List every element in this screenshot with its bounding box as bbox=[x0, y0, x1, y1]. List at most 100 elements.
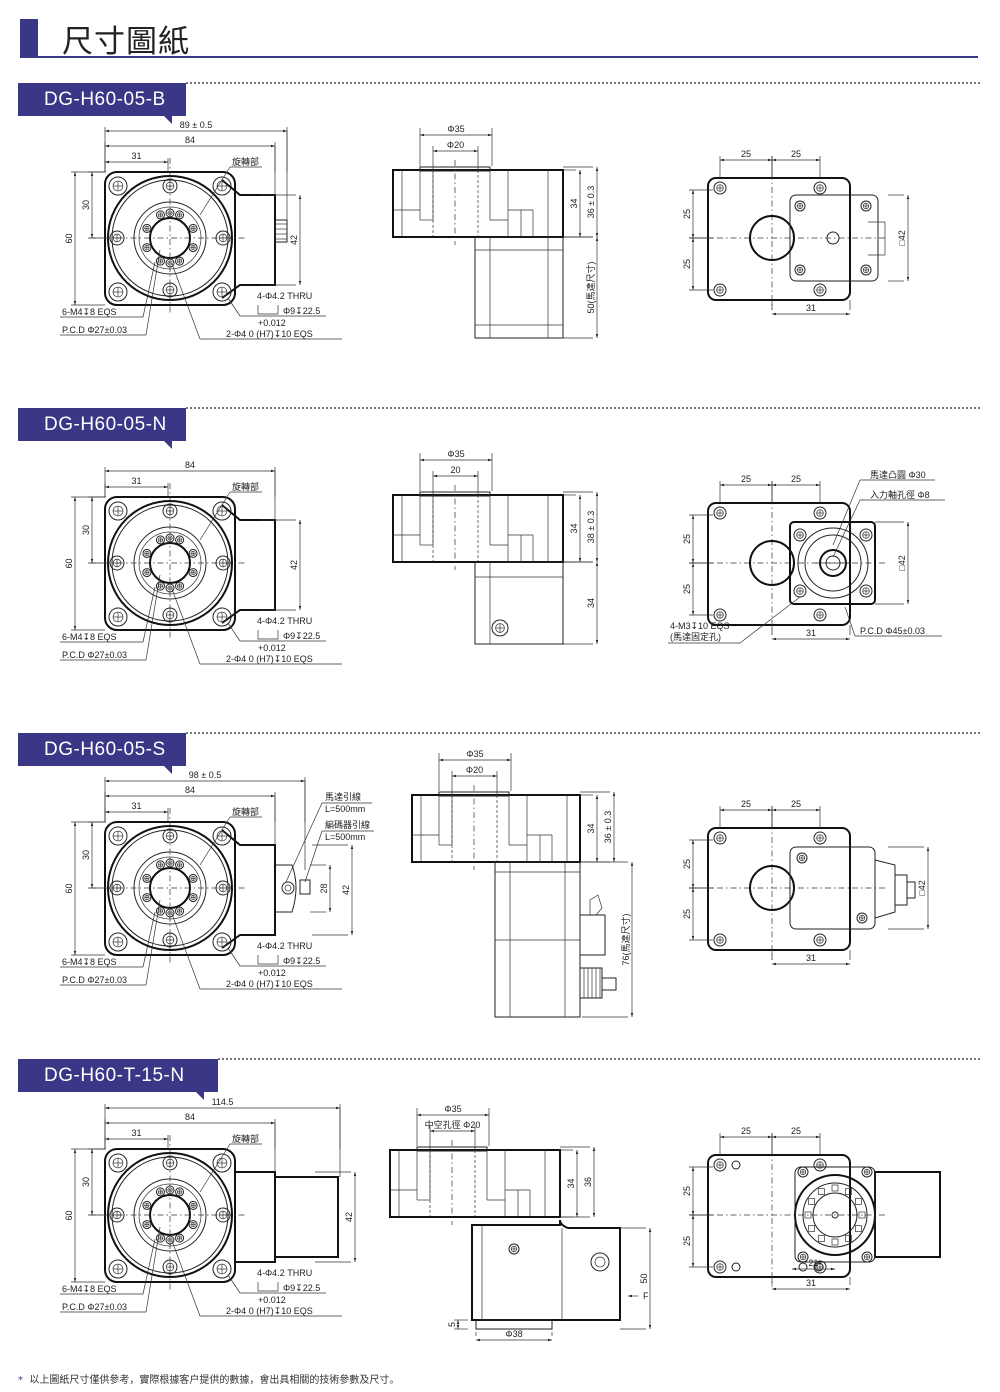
front-view: 89 ± 0.58431旋轉部6030424-Φ4.2 THRUΦ9↧22.5+… bbox=[60, 120, 342, 339]
dim-back-lower: 25 bbox=[682, 1236, 692, 1246]
callout-thru-holes: 4-Φ4.2 THRU bbox=[257, 616, 312, 626]
dim-bore-diameter: 中空孔徑 Φ20 bbox=[425, 1119, 481, 1130]
label-rotating-part: 旋轉部 bbox=[232, 806, 259, 817]
dim-motor-length: 34 bbox=[586, 598, 596, 608]
gearbox-housing bbox=[472, 1220, 620, 1320]
drawing-outline bbox=[907, 882, 915, 898]
side-view: Φ35203438 ± 0.334 bbox=[393, 449, 597, 644]
dim-back-left: 25 bbox=[741, 799, 751, 809]
callout-pcd: P.C.D Φ27±0.03 bbox=[62, 1302, 127, 1312]
dim-body-height: 34 bbox=[569, 198, 579, 208]
callout-pin-holes: 2-Φ4 0 (H7)↧10 EQS bbox=[226, 979, 313, 989]
footnote-mark: * bbox=[18, 1375, 23, 1386]
dim-motor-square: □42 bbox=[917, 880, 927, 895]
section-dg-h60-t-15-n: 114.58431旋轉部6030424-Φ4.2 THRUΦ9↧22.5+0.0… bbox=[60, 1097, 940, 1340]
drawing-line bbox=[305, 831, 322, 882]
dim-body-width: 84 bbox=[185, 785, 195, 795]
dim-output-diameter: Φ38 bbox=[505, 1329, 522, 1339]
callout-pcd: P.C.D Φ27±0.03 bbox=[62, 325, 127, 335]
callout-pin-holes: 2-Φ4 0 (H7)↧10 EQS bbox=[226, 329, 313, 339]
label-encoder-lead-length: L=500mm bbox=[325, 832, 365, 842]
label-motor-pcd: P.C.D Φ45±0.03 bbox=[860, 626, 925, 636]
dim-total-height: 36 ± 0.3 bbox=[603, 811, 613, 843]
drawing-outline bbox=[300, 880, 310, 894]
drawing-line bbox=[172, 914, 200, 989]
dim-body-height: 34 bbox=[569, 523, 579, 533]
drawing-outline bbox=[895, 875, 907, 905]
drawing-circle bbox=[285, 885, 291, 891]
drawing-outline bbox=[412, 795, 580, 862]
label-motor-tap: 4-M3↧10 EQS bbox=[670, 621, 730, 631]
drawing-circle bbox=[150, 1195, 190, 1235]
drawing-outline bbox=[708, 1155, 850, 1277]
dim-back-right: 25 bbox=[791, 474, 801, 484]
drawing-outline bbox=[475, 562, 563, 644]
drawing-circle bbox=[150, 543, 190, 583]
dim-body-width: 84 bbox=[185, 460, 195, 470]
dim-extension-height: 42 bbox=[289, 235, 299, 245]
dim-height: 60 bbox=[64, 233, 74, 243]
drawing-line bbox=[228, 623, 240, 641]
dim-half-height: 30 bbox=[81, 850, 91, 860]
counterbore-symbol bbox=[258, 1282, 278, 1291]
drawing-line bbox=[172, 589, 200, 664]
dim-height: 60 bbox=[64, 1210, 74, 1220]
drawing-outline bbox=[832, 1239, 838, 1245]
dim-back-offset: 31 bbox=[806, 628, 816, 638]
drawing-outline bbox=[580, 915, 605, 955]
dim-back-offset: 31 bbox=[806, 303, 816, 313]
dim-flange-diameter: Φ35 bbox=[447, 124, 464, 134]
front-view: 98 ± 0.58431旋轉部60304228馬達引線L=500mm編碼器引線L… bbox=[60, 770, 374, 989]
dim-back-shaft-offset: 21 bbox=[808, 1258, 818, 1268]
drawing-outline bbox=[809, 1226, 815, 1232]
dim-back-upper: 25 bbox=[682, 534, 692, 544]
side-view: Φ35Φ203436 ± 0.376(馬達尺寸) bbox=[412, 749, 632, 1017]
dim-motor-square: □42 bbox=[897, 230, 907, 245]
dim-bore-diameter: Φ20 bbox=[447, 140, 464, 150]
front-view: 114.58431旋轉部6030424-Φ4.2 THRUΦ9↧22.5+0.0… bbox=[60, 1097, 355, 1316]
drawing-outline bbox=[819, 1235, 825, 1241]
dim-overall-length: 98 ± 0.5 bbox=[189, 770, 221, 780]
drawing-outline bbox=[475, 237, 563, 338]
dim-motor-length: 50(馬達尺寸) bbox=[585, 261, 596, 313]
section-dg-h60-05-s: 98 ± 0.58431旋轉部60304228馬達引線L=500mm編碼器引線L… bbox=[60, 749, 928, 1017]
dim-center-offset: 31 bbox=[131, 1128, 141, 1138]
drawing-outline bbox=[602, 978, 616, 990]
dim-motor-square: □42 bbox=[897, 555, 907, 570]
drawing-circle bbox=[150, 868, 190, 908]
drawing-circle bbox=[732, 1161, 740, 1169]
footnote: * 以上圖紙尺寸僅供參考，實際根據客户提供的數據，會出具相關的技術參數及尺寸。 bbox=[18, 1371, 399, 1386]
dim-inner-height: 28 bbox=[319, 883, 329, 893]
dim-back-offset: 31 bbox=[806, 1278, 816, 1288]
dim-half-height: 30 bbox=[81, 200, 91, 210]
section-dg-h60-05-n: 8431旋轉部6030424-Φ4.2 THRUΦ9↧22.5+0.0122-Φ… bbox=[60, 449, 945, 664]
encoder-connector bbox=[875, 860, 895, 918]
callout-tapped-holes: 6-M4↧8 EQS bbox=[62, 1284, 117, 1294]
callout-tolerance: +0.012 bbox=[258, 318, 286, 328]
dim-bore-diameter: Φ20 bbox=[466, 765, 483, 775]
dim-height: 60 bbox=[64, 883, 74, 893]
dim-half-height: 30 bbox=[81, 525, 91, 535]
dim-back-lower: 25 bbox=[682, 909, 692, 919]
dim-extension-height: 42 bbox=[289, 560, 299, 570]
back-view: 25252525馬達凸圓 Φ30入力軸孔徑 Φ84-M3↧10 EQS(馬達固定… bbox=[668, 469, 945, 643]
back-view: 25252525□4231 bbox=[682, 149, 908, 314]
drawing-line bbox=[172, 1241, 200, 1316]
callout-counterbore: Φ9↧22.5 bbox=[283, 306, 320, 316]
dim-back-upper: 25 bbox=[682, 859, 692, 869]
drawing-line bbox=[286, 803, 322, 882]
dim-back-right: 25 bbox=[791, 799, 801, 809]
dim-flange-thickness: 5 bbox=[447, 1322, 457, 1327]
motor-cable bbox=[590, 895, 602, 915]
dim-back-upper: 25 bbox=[682, 1186, 692, 1196]
callout-counterbore: Φ9↧22.5 bbox=[283, 1283, 320, 1293]
label-f: F bbox=[643, 1291, 649, 1301]
callout-thru-holes: 4-Φ4.2 THRU bbox=[257, 941, 312, 951]
drawing-circle bbox=[595, 1257, 605, 1267]
label-encoder-lead: 編碼器引線 bbox=[325, 819, 370, 830]
callout-tapped-holes: 6-M4↧8 EQS bbox=[62, 632, 117, 642]
drawing-outline bbox=[476, 1320, 552, 1329]
callout-pin-holes: 2-Φ4 0 (H7)↧10 EQS bbox=[226, 1306, 313, 1316]
dim-extension-height: 42 bbox=[344, 1212, 354, 1222]
dim-extension-height: 42 bbox=[341, 885, 351, 895]
